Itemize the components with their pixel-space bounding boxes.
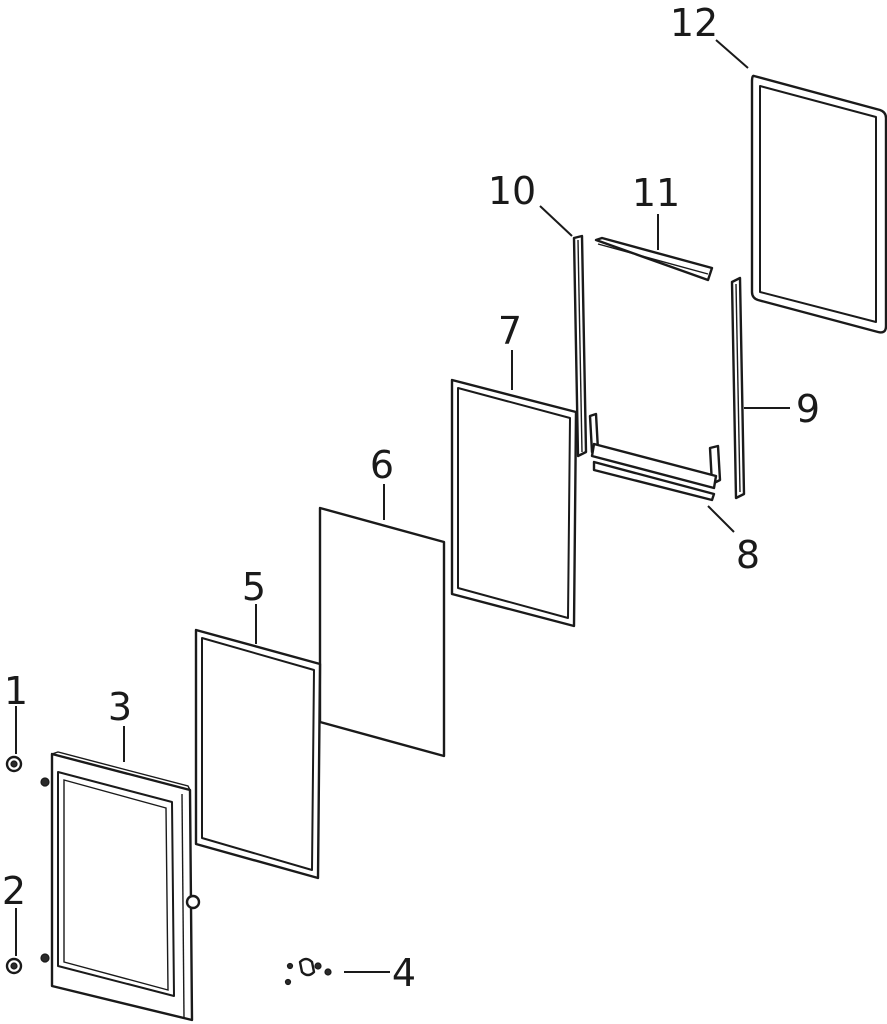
leader-10: [539, 205, 573, 237]
part-8-bottom-bracket: [588, 412, 722, 502]
callout-5: 5: [242, 565, 266, 609]
callout-9: 9: [796, 387, 820, 431]
part-11-top-rail: [594, 236, 714, 282]
part-2-knob: [5, 957, 23, 975]
part-1-knob: [5, 755, 23, 773]
callout-3: 3: [108, 685, 132, 729]
leader-lines: [15, 39, 790, 973]
callout-1: 1: [4, 669, 28, 713]
callout-12: 12: [670, 1, 718, 45]
part-12-rear-frame: [750, 74, 887, 334]
part-6-panel: [318, 506, 446, 758]
part-7-frame: [450, 378, 578, 628]
part-9-vertical-rail: [730, 276, 746, 500]
callout-11: 11: [632, 171, 680, 215]
callout-2: 2: [2, 869, 26, 913]
callout-6: 6: [370, 443, 394, 487]
callout-8: 8: [736, 533, 760, 577]
part-10-vertical-rail: [572, 234, 588, 458]
part-5-frame: [194, 628, 322, 880]
leader-8: [707, 505, 735, 533]
callout-4: 4: [392, 951, 416, 995]
callout-7: 7: [498, 309, 522, 353]
leader-12: [715, 39, 749, 69]
callout-labels: 1 2 3 4 5 6 7 8 9 10 11 12: [2, 1, 820, 995]
part-3-door-frame: [40, 751, 201, 1022]
callout-10: 10: [488, 169, 536, 213]
part-4-hardware: [284, 957, 332, 986]
